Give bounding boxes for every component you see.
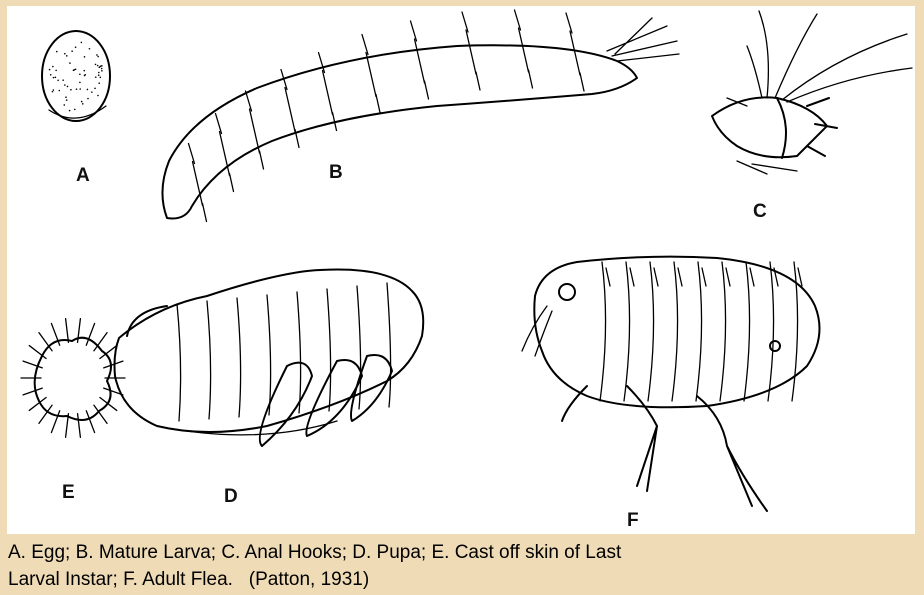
label-f: F — [627, 511, 639, 530]
caption-line-1: A. Egg; B. Mature Larva; C. Anal Hooks; … — [8, 539, 908, 566]
adult-flea-drawing — [522, 257, 820, 511]
cast-skin-drawing — [21, 319, 125, 438]
label-d: D — [224, 487, 238, 506]
anal-hooks-drawing — [712, 11, 912, 174]
caption-line-2: Larval Instar; F. Adult Flea. (Patton, 1… — [8, 566, 908, 593]
egg-drawing — [42, 31, 110, 121]
label-a: A — [76, 166, 90, 185]
figure-caption: A. Egg; B. Mature Larva; C. Anal Hooks; … — [8, 539, 908, 593]
pupa-drawing — [115, 270, 424, 446]
label-e: E — [62, 483, 75, 502]
larva-drawing — [162, 10, 679, 222]
illustration-panel: A B C E D F — [7, 6, 915, 534]
flea-lifecycle-drawing — [7, 6, 915, 534]
label-b: B — [329, 163, 343, 182]
label-c: C — [753, 202, 767, 221]
